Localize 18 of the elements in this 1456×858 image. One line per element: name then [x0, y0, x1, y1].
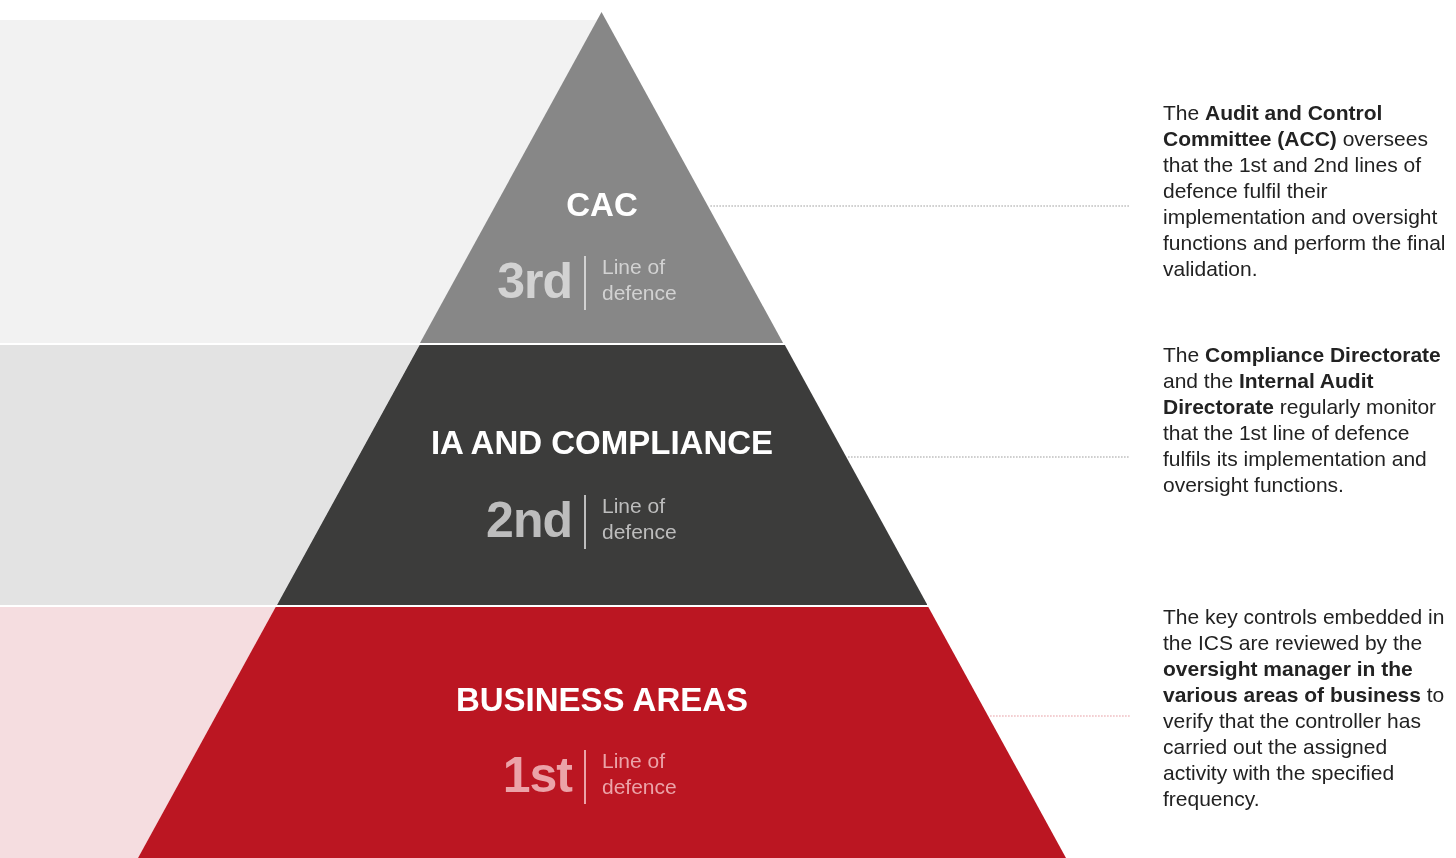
tier-title: CAC — [565, 186, 639, 224]
line-number: 2nd — [486, 491, 572, 549]
description-text: The key controls embedded in the ICS are reviewed by the oversight manager in the various areas of business to verify that the controller has carried out the assigned activity with the specified frequency. — [1163, 604, 1455, 812]
line-caption: Line of defence — [602, 254, 678, 306]
leader-line — [989, 715, 1131, 717]
tier-title: IA AND COMPLIANCE — [429, 424, 775, 462]
description-text: The Compliance Directorate and the Internal Audit Directorate regularly monitor that the 1st line of defence fulfils its implementation and oversight functions. — [1163, 342, 1455, 498]
leader-line — [847, 456, 1131, 458]
line-caption: Line of defence — [602, 748, 678, 800]
line-number: 1st — [502, 746, 572, 804]
leader-line — [709, 205, 1131, 207]
line-number: 3rd — [497, 252, 572, 310]
pyramid-tier — [420, 12, 784, 343]
pyramid-tier — [138, 607, 1066, 858]
pyramid-tier — [276, 345, 928, 605]
tier-title: BUSINESS AREAS — [454, 681, 750, 719]
description-text: The Audit and Control Committee (ACC) oversees that the 1st and 2nd lines of defence fulfil their implementation and oversight functions and perform the final validation. — [1163, 100, 1455, 282]
line-caption: Line of defence — [602, 493, 678, 545]
